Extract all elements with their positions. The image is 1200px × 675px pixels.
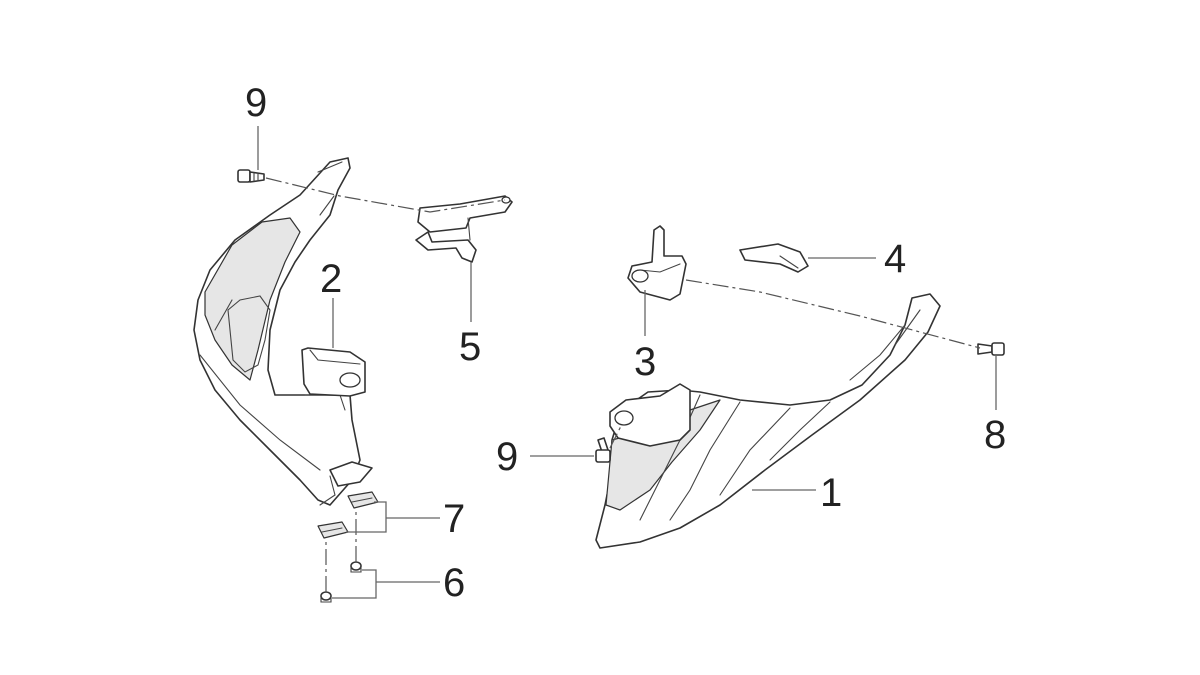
bolt-8 xyxy=(977,342,1005,356)
lower-front-cover xyxy=(595,293,941,549)
screws-6 xyxy=(320,512,362,603)
assembly-center-lines xyxy=(265,177,981,449)
leader-lines xyxy=(257,126,997,599)
callout-labels: 9 2 5 3 4 8 9 1 7 6 xyxy=(245,81,1006,605)
callout-3: 3 xyxy=(634,340,656,384)
left-side-cover xyxy=(193,157,373,506)
callout-9-mid: 9 xyxy=(496,435,518,479)
callout-5: 5 xyxy=(459,325,481,369)
bracket-3 xyxy=(627,225,687,301)
callout-2: 2 xyxy=(320,257,342,301)
bolt-9-mid xyxy=(595,437,611,463)
callout-1: 1 xyxy=(820,471,842,515)
bracket-5 xyxy=(415,195,513,263)
callout-6: 6 xyxy=(443,561,465,605)
callout-9-top: 9 xyxy=(245,81,267,125)
bolt-9-top xyxy=(237,169,265,183)
callout-7: 7 xyxy=(443,497,465,541)
bracket-4 xyxy=(739,243,809,273)
callout-4: 4 xyxy=(884,237,906,281)
callout-8: 8 xyxy=(984,413,1006,457)
